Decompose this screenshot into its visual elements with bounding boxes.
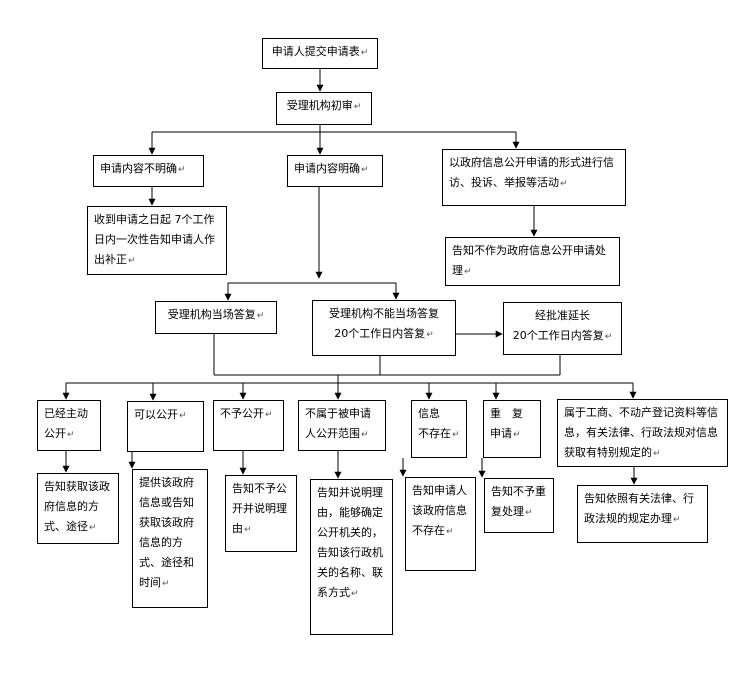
node-inform-way: 告知获取该政府信息的方式、途径 [37, 473, 119, 544]
node-refuse-reason: 告知不予公开并说明理由 [225, 475, 297, 552]
node-duplicate: 重 复 申请 [483, 400, 541, 458]
node-can-disclose: 可以公开 [127, 401, 204, 452]
node-refuse-duplicate: 告知不予重复处理 [484, 478, 554, 533]
node-not-disclose: 不予公开 [213, 400, 284, 451]
node-not-gov-info: 告知不作为政府信息公开申请处理 [445, 237, 620, 286]
node-unclear: 申请内容不明确 [93, 155, 204, 187]
node-special-rules: 属于工商、不动产登记资料等信息，有关法律、行政法规对信息获取有特别规定的 [557, 399, 728, 467]
node-reply-onsite: 受理机构当场答复 [155, 301, 277, 334]
node-provide-info: 提供该政府信息或告知获取该政府信息的方式、途径和时间 [132, 469, 208, 608]
node-already-public: 已经主动公开 [37, 400, 101, 451]
node-submit: 申请人提交申请表 [262, 38, 378, 69]
node-petition: 以政府信息公开申请的形式进行信访、投诉、举报等活动 [442, 149, 626, 206]
node-initial-review: 受理机构初审 [276, 92, 372, 125]
node-notify-supplement: 收到申请之日起 7个工作日内一次性告知申请人作出补正 [87, 206, 227, 275]
node-out-of-scope: 不属于被申请人公开范围 [298, 400, 386, 451]
node-extension: 经批准延长 20个工作日内答复 [503, 302, 622, 355]
node-clear: 申请内容明确 [287, 155, 383, 187]
node-inform-not-exist: 告知申请人该政府信息不存在 [405, 477, 476, 571]
node-reply-20days: 受理机构不能当场答复 20个工作日内答复 [312, 300, 456, 356]
node-follow-rules: 告知依照有关法律、行政法规的规定办理 [577, 485, 708, 543]
node-not-exist: 信息 不存在 [411, 400, 467, 458]
node-inform-agency: 告知并说明理由，能够确定公开机关的，告知该行政机关的名称、联系方式 [310, 479, 393, 635]
